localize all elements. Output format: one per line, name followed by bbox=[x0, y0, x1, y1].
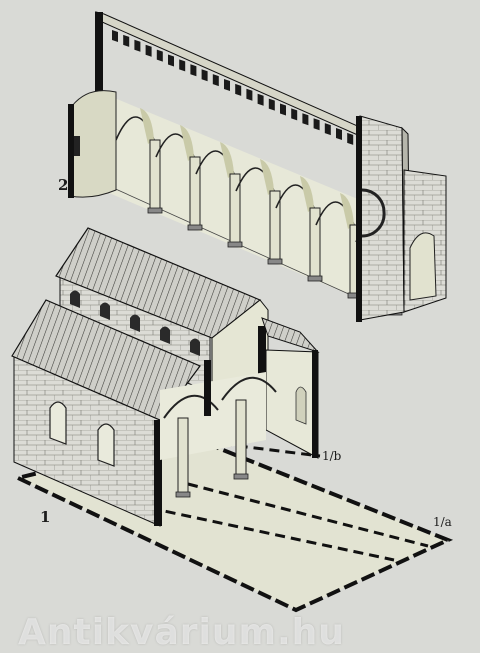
clerestory-window bbox=[70, 290, 80, 308]
roof-beam bbox=[201, 69, 208, 82]
label-drawing-2: 2 bbox=[58, 176, 69, 194]
side-aisle-window bbox=[295, 386, 307, 425]
lower-arcade-arch bbox=[221, 376, 277, 401]
roof-beam bbox=[235, 83, 242, 96]
upper-section-drawing bbox=[68, 11, 447, 322]
column-base bbox=[267, 258, 283, 265]
roof-beam bbox=[291, 108, 298, 121]
roof-beam bbox=[268, 98, 275, 111]
upper-left-wall-edge bbox=[68, 104, 74, 198]
roof-beam bbox=[302, 113, 309, 126]
roof-beam bbox=[280, 103, 286, 116]
upper-tower-edge bbox=[356, 116, 362, 322]
arch-shadow bbox=[180, 125, 194, 161]
lower-arcade-column bbox=[177, 417, 189, 495]
arcade-pier-edge bbox=[204, 360, 211, 416]
upper-left-apse bbox=[69, 90, 117, 198]
upper-round-window bbox=[361, 188, 386, 238]
roof-beam bbox=[336, 128, 342, 140]
watermark-text: Antikvárium.hu bbox=[18, 612, 345, 653]
label-section: 1/b bbox=[322, 449, 342, 463]
clerestory-window bbox=[160, 326, 170, 344]
column-base bbox=[187, 224, 203, 231]
roof-beam bbox=[246, 88, 253, 101]
front-aisle-wall-edge bbox=[154, 420, 162, 526]
label-drawing-1: 1 bbox=[40, 508, 51, 526]
arch-shadow bbox=[220, 142, 234, 178]
upper-brick-tower-front bbox=[359, 115, 405, 321]
lower-arcade bbox=[163, 376, 277, 498]
aisle-roof bbox=[11, 299, 201, 421]
column-base bbox=[227, 241, 243, 248]
clerestory-window bbox=[190, 338, 200, 356]
side-aisle-section bbox=[265, 349, 319, 459]
roof-beam bbox=[324, 123, 331, 136]
clerestory-windows bbox=[70, 290, 200, 356]
roof-beam bbox=[179, 59, 186, 72]
lower-arcade-column bbox=[235, 399, 247, 477]
clerestory-window bbox=[130, 314, 140, 332]
roof-beam bbox=[145, 44, 152, 57]
front-wall-window-1 bbox=[49, 401, 67, 445]
roof-beam bbox=[190, 64, 197, 77]
side-aisle-wall-edge bbox=[312, 350, 318, 458]
roof-beams bbox=[112, 30, 354, 145]
upper-wall-end-post bbox=[95, 12, 103, 104]
column-base bbox=[307, 275, 323, 282]
nave-gable-edge bbox=[258, 326, 266, 410]
upper-right-arch bbox=[409, 232, 437, 301]
roof-beam bbox=[134, 39, 141, 52]
lower-column-base bbox=[175, 491, 191, 498]
floor-plan-line-inner-1 bbox=[149, 506, 395, 562]
roof-beam bbox=[257, 93, 264, 106]
roof-beam bbox=[212, 74, 219, 87]
column-base bbox=[147, 207, 163, 214]
roof-beam bbox=[123, 34, 130, 47]
roof-beam bbox=[347, 132, 354, 145]
floor-plan-line-inner-2 bbox=[187, 482, 429, 548]
right-aisle-roof bbox=[261, 317, 320, 354]
roof-beam bbox=[156, 49, 163, 62]
roof-beam bbox=[168, 54, 174, 67]
arch-shadow bbox=[260, 159, 274, 195]
arch-shadow bbox=[300, 176, 314, 212]
lower-arcade-arch bbox=[163, 394, 219, 419]
arch-shadow bbox=[140, 108, 154, 144]
label-floor-plan: 1/a bbox=[433, 515, 452, 529]
front-wall-window-2 bbox=[97, 423, 115, 467]
roof-beam bbox=[112, 30, 118, 42]
clerestory-window bbox=[100, 302, 110, 320]
lower-basilica-drawing bbox=[11, 227, 454, 613]
upper-left-window bbox=[74, 136, 80, 156]
arch-shadow bbox=[340, 193, 354, 229]
roof-beam bbox=[313, 118, 320, 131]
lower-column-base bbox=[233, 473, 249, 480]
roof-beam bbox=[224, 79, 230, 91]
